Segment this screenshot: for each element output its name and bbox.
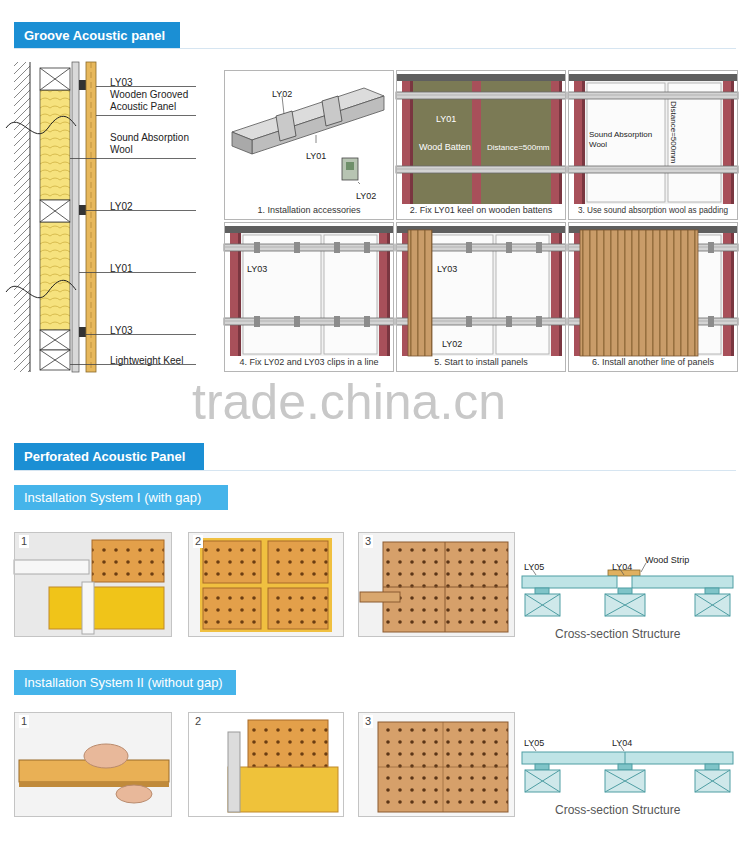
- section-title: Perforated Acoustic Panel: [24, 449, 185, 464]
- photo-frame: 1: [14, 712, 172, 817]
- step-caption: 1. Installation accessories: [255, 205, 362, 216]
- photo-frame: 3: [358, 712, 515, 817]
- part-label: LY05: [524, 738, 544, 749]
- step-panel: 6. Install another line of panels: [568, 222, 738, 372]
- part-label: LY01: [110, 258, 133, 276]
- watermark: trade.china.cn: [192, 372, 506, 432]
- section-caption: Cross-section Structure: [555, 627, 680, 641]
- callout-label: LY02: [356, 191, 376, 202]
- callout-label: LY01: [306, 145, 326, 163]
- photo-frame: 1: [14, 532, 172, 637]
- part-label: Sound Absorption Wool: [110, 132, 202, 156]
- step-number: 3: [363, 535, 373, 548]
- step-number: 3: [363, 715, 373, 728]
- part-label: LY03: [110, 320, 133, 338]
- step-caption: 2. Fix LY01 keel on wooden battens: [408, 205, 554, 216]
- photo-frame: 2: [188, 712, 344, 817]
- part-label: LY04: [612, 556, 632, 574]
- part-label: Wood Strip: [645, 549, 689, 567]
- callout-label: Sound Absorption Wool: [589, 130, 665, 149]
- callout-label: LY02: [356, 185, 376, 203]
- callout-label: LY03: [247, 258, 267, 276]
- part-label: Sound Absorption Wool: [110, 132, 202, 157]
- part-label: LY03: [110, 77, 133, 89]
- callout-label: LY02: [272, 89, 292, 100]
- step-caption: 5. Start to install panels: [432, 357, 530, 368]
- part-label: Lightweight Keel: [110, 350, 183, 368]
- step-panel: 5. Start to install panels: [396, 222, 566, 372]
- photo-frame: 2: [188, 532, 344, 637]
- step-number: 2: [193, 715, 203, 728]
- subsection-tab: Installation System II (without gap): [14, 670, 236, 695]
- subsection-title: Installation System Ⅰ (with gap): [24, 490, 201, 505]
- dimension-label: Distance=500mm: [487, 143, 549, 153]
- callout-label: LY03: [437, 258, 457, 276]
- callout-label: LY01: [436, 114, 456, 125]
- subsection-title: Installation System II (without gap): [24, 675, 223, 690]
- part-label: LY03: [110, 325, 133, 337]
- callout-label: Wood Batten: [419, 136, 471, 154]
- part-label: LY04: [612, 562, 632, 573]
- part-label: Wood Strip: [645, 555, 689, 566]
- part-label: Wooden Grooved Acoustic Panel: [110, 89, 202, 113]
- part-label: Lightweight Keel: [110, 355, 183, 367]
- callout-label: Wood Batten: [419, 142, 471, 153]
- step-number: 1: [19, 535, 29, 548]
- part-label: LY05: [524, 732, 544, 750]
- section-tab: Groove Acoustic panel: [14, 22, 180, 48]
- step-number: 1: [19, 715, 29, 728]
- callout-label: LY02: [272, 83, 292, 101]
- callout-label: LY01: [436, 108, 456, 126]
- callout-label: Sound Absorption Wool: [589, 130, 665, 151]
- dimension-label: Distance=500mm: [668, 101, 678, 163]
- section-caption: Cross-section Structure: [555, 800, 680, 818]
- part-label: LY04: [612, 732, 632, 750]
- step-caption: 6. Install another line of panels: [590, 357, 716, 368]
- section-caption: Cross-section Structure: [555, 803, 680, 817]
- part-label: Wooden Grooved Acoustic Panel: [110, 89, 202, 114]
- callout-label: LY03: [247, 264, 267, 275]
- step-caption: 3. Use sound absorption wool as padding: [576, 205, 730, 216]
- part-label: LY01: [110, 263, 133, 275]
- part-label: LY02: [110, 201, 133, 213]
- callout-label: LY01: [306, 151, 326, 162]
- watermark: trade.china.cn: [192, 372, 506, 432]
- part-label: LY02: [110, 196, 133, 214]
- step-caption: 4. Fix LY02 and LY03 clips in a line: [237, 357, 380, 368]
- section-tab: Perforated Acoustic Panel: [14, 443, 204, 470]
- section-title: Groove Acoustic panel: [24, 28, 165, 43]
- photo-frame: 3: [358, 532, 515, 637]
- dimension-label: Distance=500mm: [487, 136, 549, 154]
- part-label: LY05: [524, 562, 544, 573]
- subsection-tab: Installation System Ⅰ (with gap): [14, 485, 228, 510]
- callout-label: LY02: [442, 333, 462, 351]
- section-caption: Cross-section Structure: [555, 624, 680, 642]
- step-panel: 4. Fix LY02 and LY03 clips in a line: [224, 222, 394, 372]
- callout-label: LY02: [442, 339, 462, 350]
- part-label: LY04: [612, 738, 632, 749]
- step-number: 2: [193, 535, 203, 548]
- dimension-label: Distance=500mm: [667, 101, 685, 163]
- callout-label: LY03: [437, 264, 457, 275]
- part-label: LY03: [110, 72, 133, 90]
- part-label: LY05: [524, 556, 544, 574]
